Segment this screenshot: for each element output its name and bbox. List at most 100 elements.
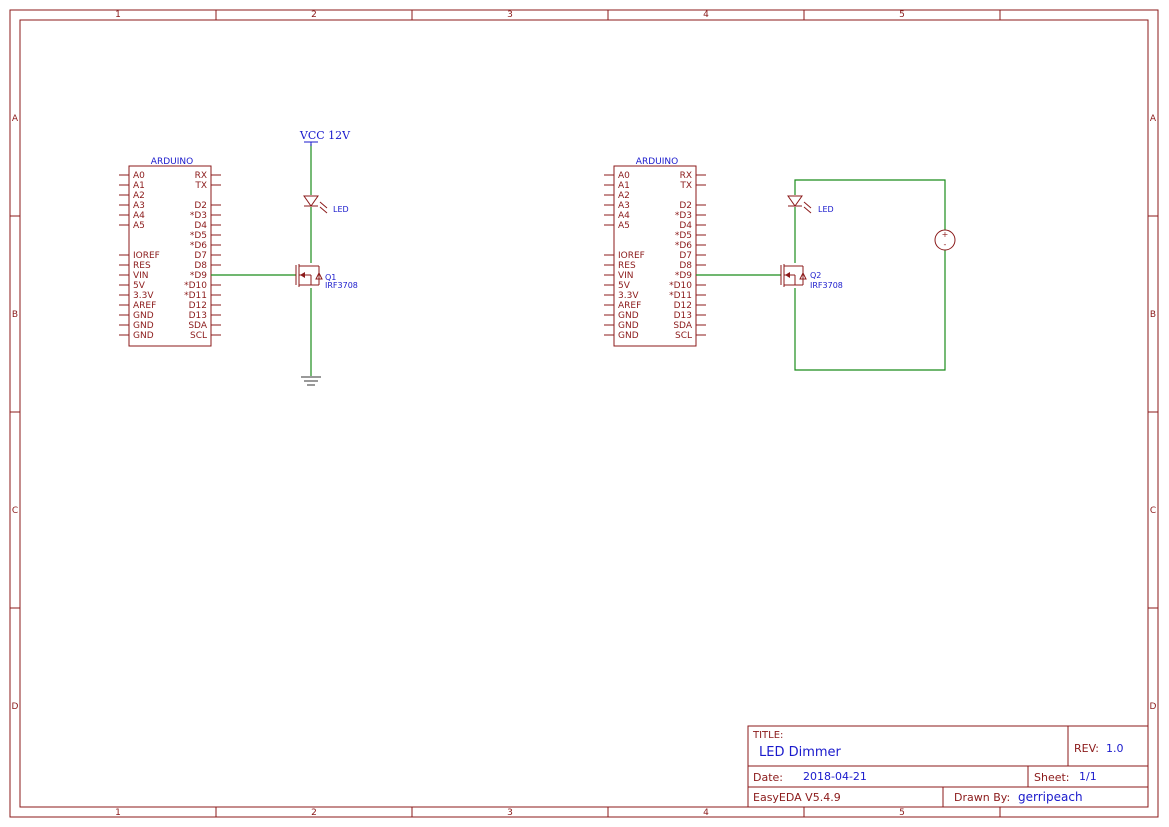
rev-label: REV: — [1074, 742, 1099, 755]
arduino-1-pin-label: D13 — [189, 311, 207, 321]
arduino-2-pin-label: *D10 — [669, 281, 692, 291]
arduino-2-pin-label: IOREF — [618, 251, 645, 261]
date-label: Date: — [753, 771, 783, 784]
led-1-arrow-b — [319, 206, 328, 214]
arduino-2-name: ARDUINO — [636, 157, 678, 167]
arduino-1-pin-label: *D5 — [190, 231, 207, 241]
sheet-value: 1/1 — [1079, 770, 1097, 783]
column-mark-top: 1 — [115, 10, 121, 20]
arduino-1-pin-label: RX — [195, 171, 207, 181]
arduino-2-pin-label: A1 — [618, 181, 630, 191]
led-1-label: LED — [333, 205, 349, 214]
arduino-2-pin-label: SCL — [675, 331, 692, 341]
wire-source-minus[interactable] — [794, 250, 946, 371]
inner-frame — [19, 19, 1149, 808]
arduino-1-pin-label: A3 — [133, 201, 145, 211]
arduino-1-pin-label: GND — [133, 321, 154, 331]
led-2-label: LED — [818, 205, 834, 214]
arduino-2-pin-label: D8 — [679, 261, 692, 271]
arduino-1-pin-label: IOREF — [133, 251, 160, 261]
arduino-1-pin-label: SDA — [188, 321, 207, 331]
arduino-1-pin-label: A1 — [133, 181, 145, 191]
arduino-1-pin-label: D8 — [194, 261, 207, 271]
arduino-1-pin-label: A2 — [133, 191, 145, 201]
row-mark-right: C — [1150, 506, 1156, 516]
arduino-2-pin-label: VIN — [618, 271, 634, 281]
led-1-triangle-icon — [303, 195, 319, 207]
title-value: LED Dimmer — [759, 745, 842, 760]
led-2[interactable]: LED — [787, 195, 834, 214]
q1-diode-icon — [315, 271, 323, 280]
arduino-1-pin-label: D7 — [194, 251, 207, 261]
arduino-2-pin-label: RES — [618, 261, 636, 271]
arduino-1-pin-label: 3.3V — [133, 291, 154, 301]
arduino-1-pin-label: TX — [194, 181, 207, 191]
q2-designator: Q2 — [810, 271, 821, 280]
q2-arrow-icon — [785, 272, 790, 278]
arduino-2-pin-label: D2 — [679, 201, 692, 211]
voltage-source[interactable]: + - — [934, 229, 956, 251]
source-minus-label: - — [944, 240, 947, 249]
arduino-1-pin-label: RES — [133, 261, 151, 271]
column-mark-bottom: 5 — [899, 808, 905, 818]
q2-diode-icon — [799, 271, 807, 280]
mosfet-q1[interactable]: Q1 IRF3708 — [295, 264, 358, 290]
row-mark-right: A — [1150, 114, 1157, 124]
arduino-2-body[interactable] — [613, 165, 697, 347]
led-2-triangle-icon — [787, 195, 803, 207]
arduino-1-pin-label: *D9 — [190, 271, 207, 281]
arduino-2-pin-label: 3.3V — [618, 291, 639, 301]
title-block: TITLE: LED Dimmer REV: 1.0 Date: 2018-04… — [747, 725, 1149, 808]
arduino-2-pin-label: 5V — [618, 281, 631, 291]
column-mark-top: 2 — [311, 10, 317, 20]
arduino-2-pin-label: *D11 — [669, 291, 692, 301]
arduino-1-pin-label: GND — [133, 311, 154, 321]
date-value: 2018-04-21 — [803, 770, 867, 783]
voltage-source-circle-icon — [934, 229, 956, 251]
arduino-2-pin-label: D4 — [679, 221, 692, 231]
arduino-1-pin-label: AREF — [133, 301, 156, 311]
led-1[interactable]: LED — [303, 195, 349, 214]
column-mark-top: 5 — [899, 10, 905, 20]
row-mark-left: C — [12, 506, 18, 516]
column-mark-bottom: 3 — [507, 808, 513, 818]
q2-part: IRF3708 — [810, 281, 843, 290]
arduino-1-pin-label: GND — [133, 331, 154, 341]
arduino-1-pin-label: A0 — [133, 171, 145, 181]
q1-designator: Q1 — [325, 273, 336, 282]
row-mark-left: A — [12, 114, 19, 124]
title-label: TITLE: — [752, 730, 783, 741]
arduino-2-pin-label: *D6 — [675, 241, 692, 251]
mosfet-q2[interactable]: Q2 IRF3708 — [780, 264, 843, 290]
row-mark-left: B — [12, 310, 18, 320]
arduino-1-pin-label: D12 — [189, 301, 207, 311]
led-1-arrow-a — [319, 201, 328, 209]
led-2-arrow-b — [803, 206, 812, 214]
vcc-label: VCC 12V — [299, 129, 351, 142]
arduino-1-pin-label: *D3 — [190, 211, 207, 221]
arduino-1-pin-label: D4 — [194, 221, 207, 231]
led-2-arrow-a — [803, 201, 812, 209]
column-mark-bottom: 1 — [115, 808, 121, 818]
arduino-2-pin-label: D7 — [679, 251, 692, 261]
column-mark-bottom: 2 — [311, 808, 317, 818]
arduino-2-pin-label: D13 — [674, 311, 692, 321]
arduino-1-pin-label: A5 — [133, 221, 145, 231]
arduino-2-pin-label: TX — [679, 181, 692, 191]
column-mark-top: 3 — [507, 10, 513, 20]
wire-led-source-plus[interactable] — [794, 179, 946, 230]
q1-part: IRF3708 — [325, 281, 358, 290]
arduino-2-pin-label: D12 — [674, 301, 692, 311]
drawn-by-label: Drawn By: — [954, 791, 1010, 804]
arduino-1-pin-label: SCL — [190, 331, 207, 341]
rev-value: 1.0 — [1106, 742, 1124, 755]
arduino-1-body[interactable] — [128, 165, 212, 347]
arduino-2-pin-label: SDA — [673, 321, 692, 331]
arduino-1-name: ARDUINO — [151, 157, 193, 167]
source-plus-label: + — [942, 230, 949, 239]
